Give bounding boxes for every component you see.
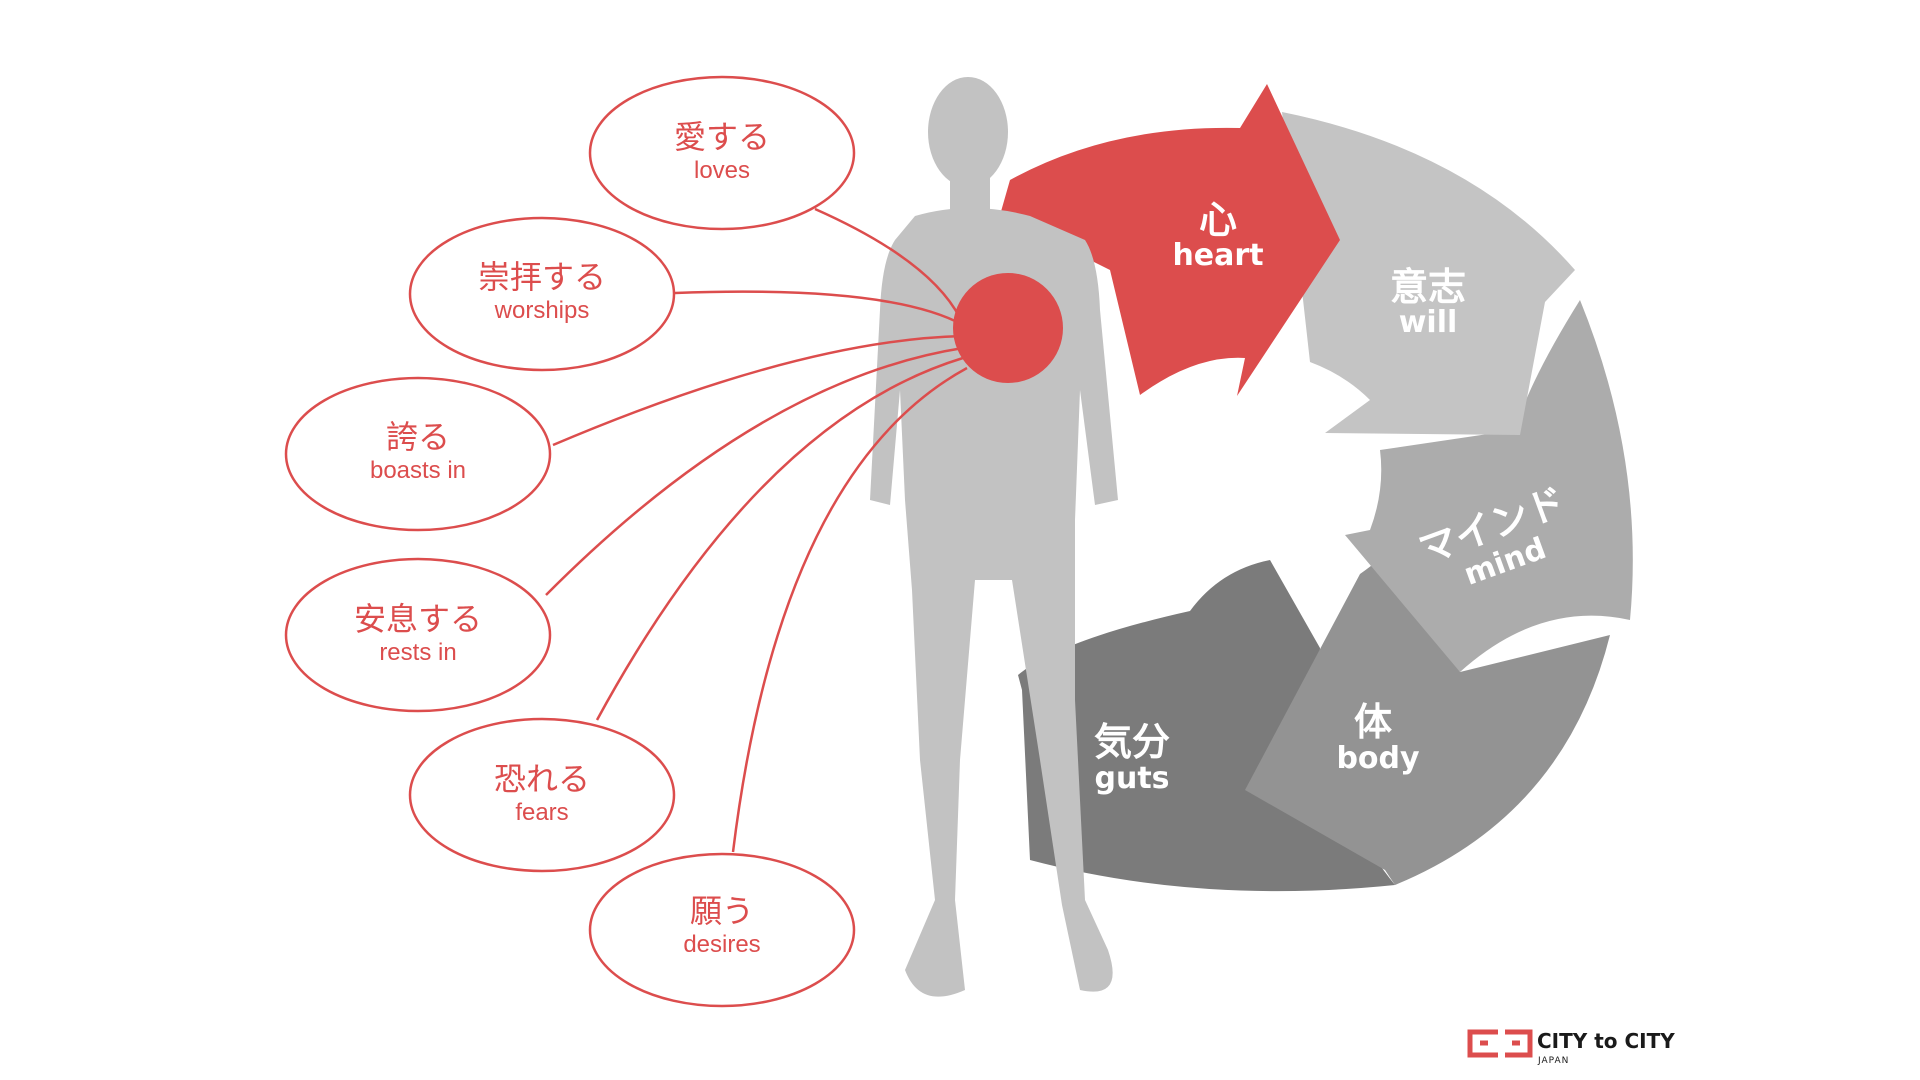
ellipse-rests-jp: 安息する bbox=[354, 600, 482, 638]
ellipse-loves: 愛する loves bbox=[588, 75, 856, 231]
heart-label-en: heart bbox=[1172, 238, 1263, 273]
will-label-en: will bbox=[1399, 305, 1458, 340]
connector-worships bbox=[674, 290, 964, 327]
ellipse-worships: 崇拝する worships bbox=[408, 216, 676, 372]
body-label-en: body bbox=[1336, 741, 1420, 776]
ellipse-desires-jp: 願う bbox=[690, 892, 754, 930]
segment-will bbox=[1282, 112, 1575, 435]
ellipse-worships-jp: 崇拝する bbox=[478, 258, 606, 296]
ellipse-rests-en: rests in bbox=[379, 639, 456, 666]
city-to-city-logo: CITY to CITY JAPAN bbox=[1467, 1029, 1675, 1066]
body-label-jp: 体 bbox=[1354, 700, 1392, 744]
ellipse-fears-en: fears bbox=[515, 799, 568, 826]
segment-mind bbox=[1345, 300, 1633, 672]
ellipse-rests: 安息する rests in bbox=[284, 557, 552, 713]
segment-heart bbox=[1000, 84, 1340, 396]
ellipse-boasts: 誇る boasts in bbox=[284, 376, 552, 532]
ellipse-boasts-jp: 誇る bbox=[386, 418, 450, 456]
connector-loves bbox=[814, 207, 962, 319]
will-label-jp: 意志 bbox=[1390, 265, 1466, 309]
ellipse-loves-jp: 愛する bbox=[674, 118, 770, 156]
ellipse-loves-en: loves bbox=[694, 157, 750, 184]
ellipse-fears: 恐れる fears bbox=[408, 717, 676, 873]
ellipse-desires-en: desires bbox=[683, 931, 760, 958]
connector-fears bbox=[595, 356, 964, 721]
logo-sub: JAPAN bbox=[1537, 1056, 1569, 1066]
connector-boasts bbox=[552, 334, 964, 447]
logo-name: CITY to CITY bbox=[1537, 1029, 1675, 1053]
guts-label-jp: 気分 bbox=[1094, 720, 1170, 764]
logo-mark-icon bbox=[1467, 1029, 1533, 1058]
heart-circle bbox=[953, 273, 1063, 383]
ellipse-fears-jp: 恐れる bbox=[494, 760, 590, 798]
connector-lines bbox=[545, 207, 968, 853]
connector-desires bbox=[731, 366, 968, 853]
connector-rests bbox=[545, 346, 964, 596]
person-silhouette bbox=[870, 77, 1118, 997]
ellipse-worships-en: worships bbox=[494, 297, 590, 324]
guts-label-en: guts bbox=[1094, 761, 1169, 796]
heart-label-jp: 心 bbox=[1199, 198, 1237, 242]
segment-body bbox=[1245, 548, 1610, 885]
ellipse-desires: 願う desires bbox=[588, 852, 856, 1008]
ellipse-boasts-en: boasts in bbox=[370, 457, 466, 484]
cycle-ring bbox=[1000, 84, 1633, 892]
